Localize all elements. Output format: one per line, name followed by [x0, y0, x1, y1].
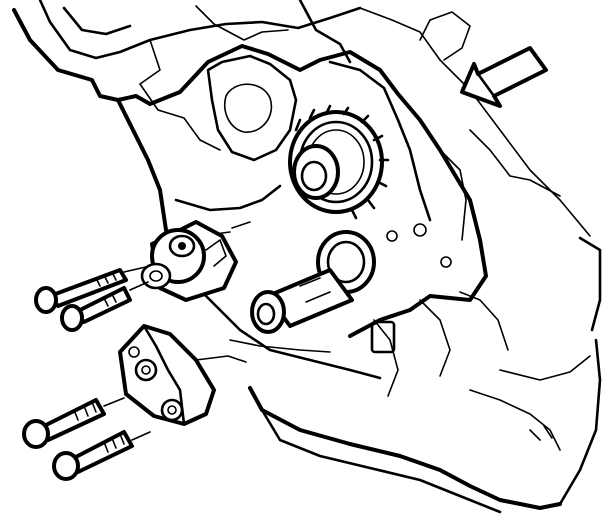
bolt-guide-lines: [123, 265, 151, 291]
balance-shaft-sprocket: [250, 230, 376, 334]
direction-arrow-icon: [460, 46, 548, 108]
bracket-bolt-1: [22, 398, 106, 449]
idler-pulley-bolt-1: [34, 268, 128, 314]
bracket-bolt-2: [52, 430, 134, 481]
bracket-bolt-guide-lines: [103, 397, 151, 441]
idler-pulley-bolt-2: [60, 286, 132, 332]
idler-pulley: [140, 220, 251, 302]
bracket: [118, 324, 247, 426]
oil-pan: [248, 338, 602, 514]
camshaft-sprocket: [288, 104, 390, 220]
